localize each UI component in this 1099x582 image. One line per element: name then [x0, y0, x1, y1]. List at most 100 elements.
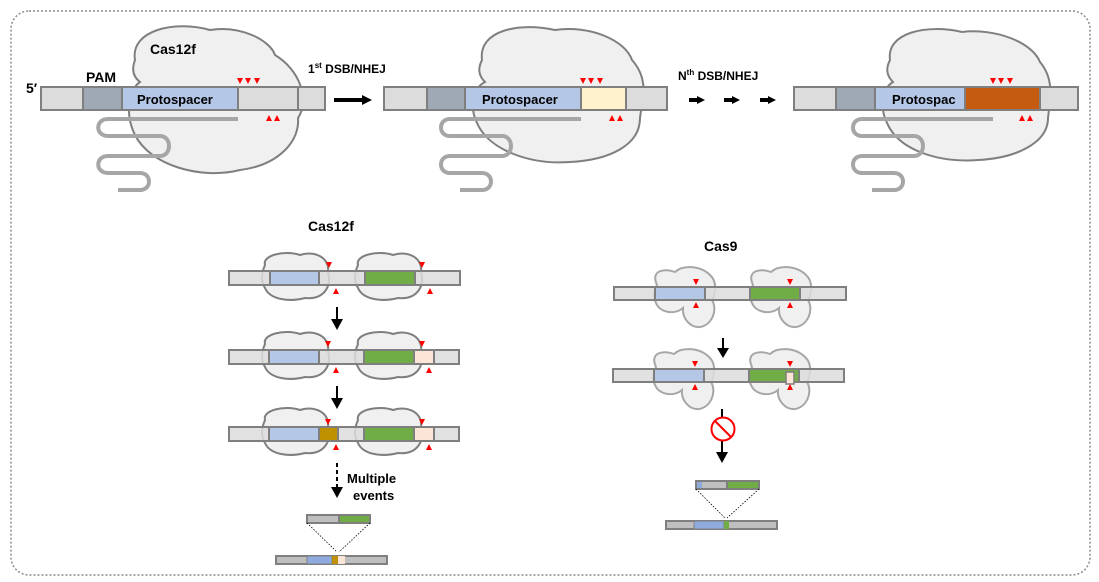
- prohibited-icon: [710, 416, 736, 442]
- cleavage-marks-top-1: [237, 78, 280, 121]
- cleavage-marker: [326, 262, 332, 268]
- dna-right-flank: [297, 86, 326, 111]
- cleavage-marker: [787, 302, 793, 308]
- cleavage-marks-top-2: [580, 78, 623, 121]
- cleavage-marker: [237, 78, 243, 84]
- pam-label: PAM: [86, 69, 116, 85]
- cleavage-marker: [333, 288, 339, 294]
- cleavage-marks: [325, 341, 432, 373]
- cas12f-label-top: Cas12f: [150, 41, 196, 57]
- cas9-row-1: [613, 266, 847, 329]
- protospacer-block: [269, 270, 320, 286]
- arrow-down-icon: [331, 319, 343, 330]
- cleavage-marks-top-3: [990, 78, 1033, 121]
- cleavage-marker: [419, 341, 425, 347]
- cas12f-row-3: [228, 407, 460, 456]
- arrow-down-icon: [331, 487, 343, 498]
- excised-green-block: [726, 480, 760, 490]
- cleavage-marker: [333, 444, 339, 450]
- pam-block: [82, 86, 123, 111]
- cas9-excision-result: [665, 480, 778, 530]
- cas12f-panel-title: Cas12f: [308, 218, 354, 234]
- peach-indel-block: [413, 349, 435, 365]
- protospacer-block: [653, 368, 705, 383]
- cleavage-marker: [787, 361, 793, 367]
- dna-right-flank: [1039, 86, 1079, 111]
- protospacer-block: [697, 482, 702, 488]
- cleavage-marks: [692, 361, 793, 390]
- five-prime-label: 5′: [26, 80, 38, 96]
- excision-guide-line: [338, 522, 371, 553]
- cleavage-marker: [419, 262, 425, 268]
- stepN-arrowhead: [732, 96, 740, 104]
- cleavage-marks: [325, 419, 432, 450]
- cas12f-row-2: [228, 331, 460, 380]
- green-target-block: [363, 426, 415, 442]
- step1-transition: 1st DSB/NHEJ: [308, 61, 386, 105]
- dna-right-flank: [625, 86, 668, 111]
- protospacer-label-3: Protospac: [892, 92, 956, 107]
- brown-indel-block: [318, 426, 339, 442]
- target-flank: [237, 86, 299, 111]
- guide-rna-2: [439, 117, 581, 192]
- guide-rna-1: [96, 117, 238, 192]
- cleavage-marker: [692, 361, 698, 367]
- peach-indel-block: [338, 556, 345, 564]
- excised-green-block: [338, 514, 371, 524]
- excision-guide-line: [306, 522, 338, 553]
- cleavage-marker: [427, 288, 433, 294]
- cleavage-marker: [245, 78, 251, 84]
- dna-bar: [613, 286, 847, 301]
- stepN-arrowhead: [697, 96, 705, 104]
- cleavage-marker: [692, 384, 698, 390]
- arrow-down-icon: [716, 452, 728, 463]
- step1-arrowhead: [362, 95, 372, 105]
- dna-left-flank: [383, 86, 428, 111]
- cleavage-marker: [998, 78, 1004, 84]
- cleavage-marker: [617, 115, 623, 121]
- brown-indel-block: [332, 556, 338, 564]
- dna-left-flank: [40, 86, 84, 111]
- green-target-block: [363, 349, 415, 365]
- cleavage-marker: [426, 367, 432, 373]
- cleavage-marker: [325, 341, 331, 347]
- cleavage-marks: [693, 279, 793, 308]
- stepN-arrowhead: [768, 96, 776, 104]
- cleavage-marker: [1027, 115, 1033, 121]
- multiple-events-label: Multiple: [347, 471, 396, 486]
- cleavage-marker: [426, 444, 432, 450]
- green-target-block: [724, 521, 729, 529]
- dna-bar: [612, 368, 845, 383]
- stepN-transition: Nth DSB/NHEJ: [678, 68, 776, 104]
- dna-bar: [228, 270, 461, 286]
- protospacer-block: [268, 426, 320, 442]
- cleavage-marker: [266, 115, 272, 121]
- cas9-row-2: [612, 348, 845, 411]
- protospacer-block: [654, 286, 706, 301]
- arrow-down-icon: [717, 348, 729, 358]
- green-target-block: [364, 270, 416, 286]
- step1-label: 1st DSB/NHEJ: [308, 61, 386, 76]
- protospacer-block: [268, 349, 320, 365]
- cleavage-marks: [326, 262, 433, 294]
- excision-guide-line: [695, 488, 726, 519]
- cleavage-marker: [254, 78, 260, 84]
- cleavage-marker: [990, 78, 996, 84]
- multiple-events-label: events: [353, 488, 394, 503]
- pam-block: [426, 86, 466, 111]
- cleavage-marker: [787, 279, 793, 285]
- pam-block: [835, 86, 876, 111]
- cleavage-marker: [274, 115, 280, 121]
- cleavage-marker: [588, 78, 594, 84]
- cas12f-row-1: [228, 252, 461, 301]
- protospacer-label-1: Protospacer: [137, 92, 213, 107]
- cleavage-marker: [609, 115, 615, 121]
- cleavage-marker: [1019, 115, 1025, 121]
- protospacer-block: [693, 520, 725, 530]
- cleavage-marker: [580, 78, 586, 84]
- peach-indel-block: [785, 371, 795, 385]
- excision-guide-line: [726, 488, 760, 519]
- large-indel-block: [964, 86, 1041, 111]
- stepN-label: Nth DSB/NHEJ: [678, 68, 758, 83]
